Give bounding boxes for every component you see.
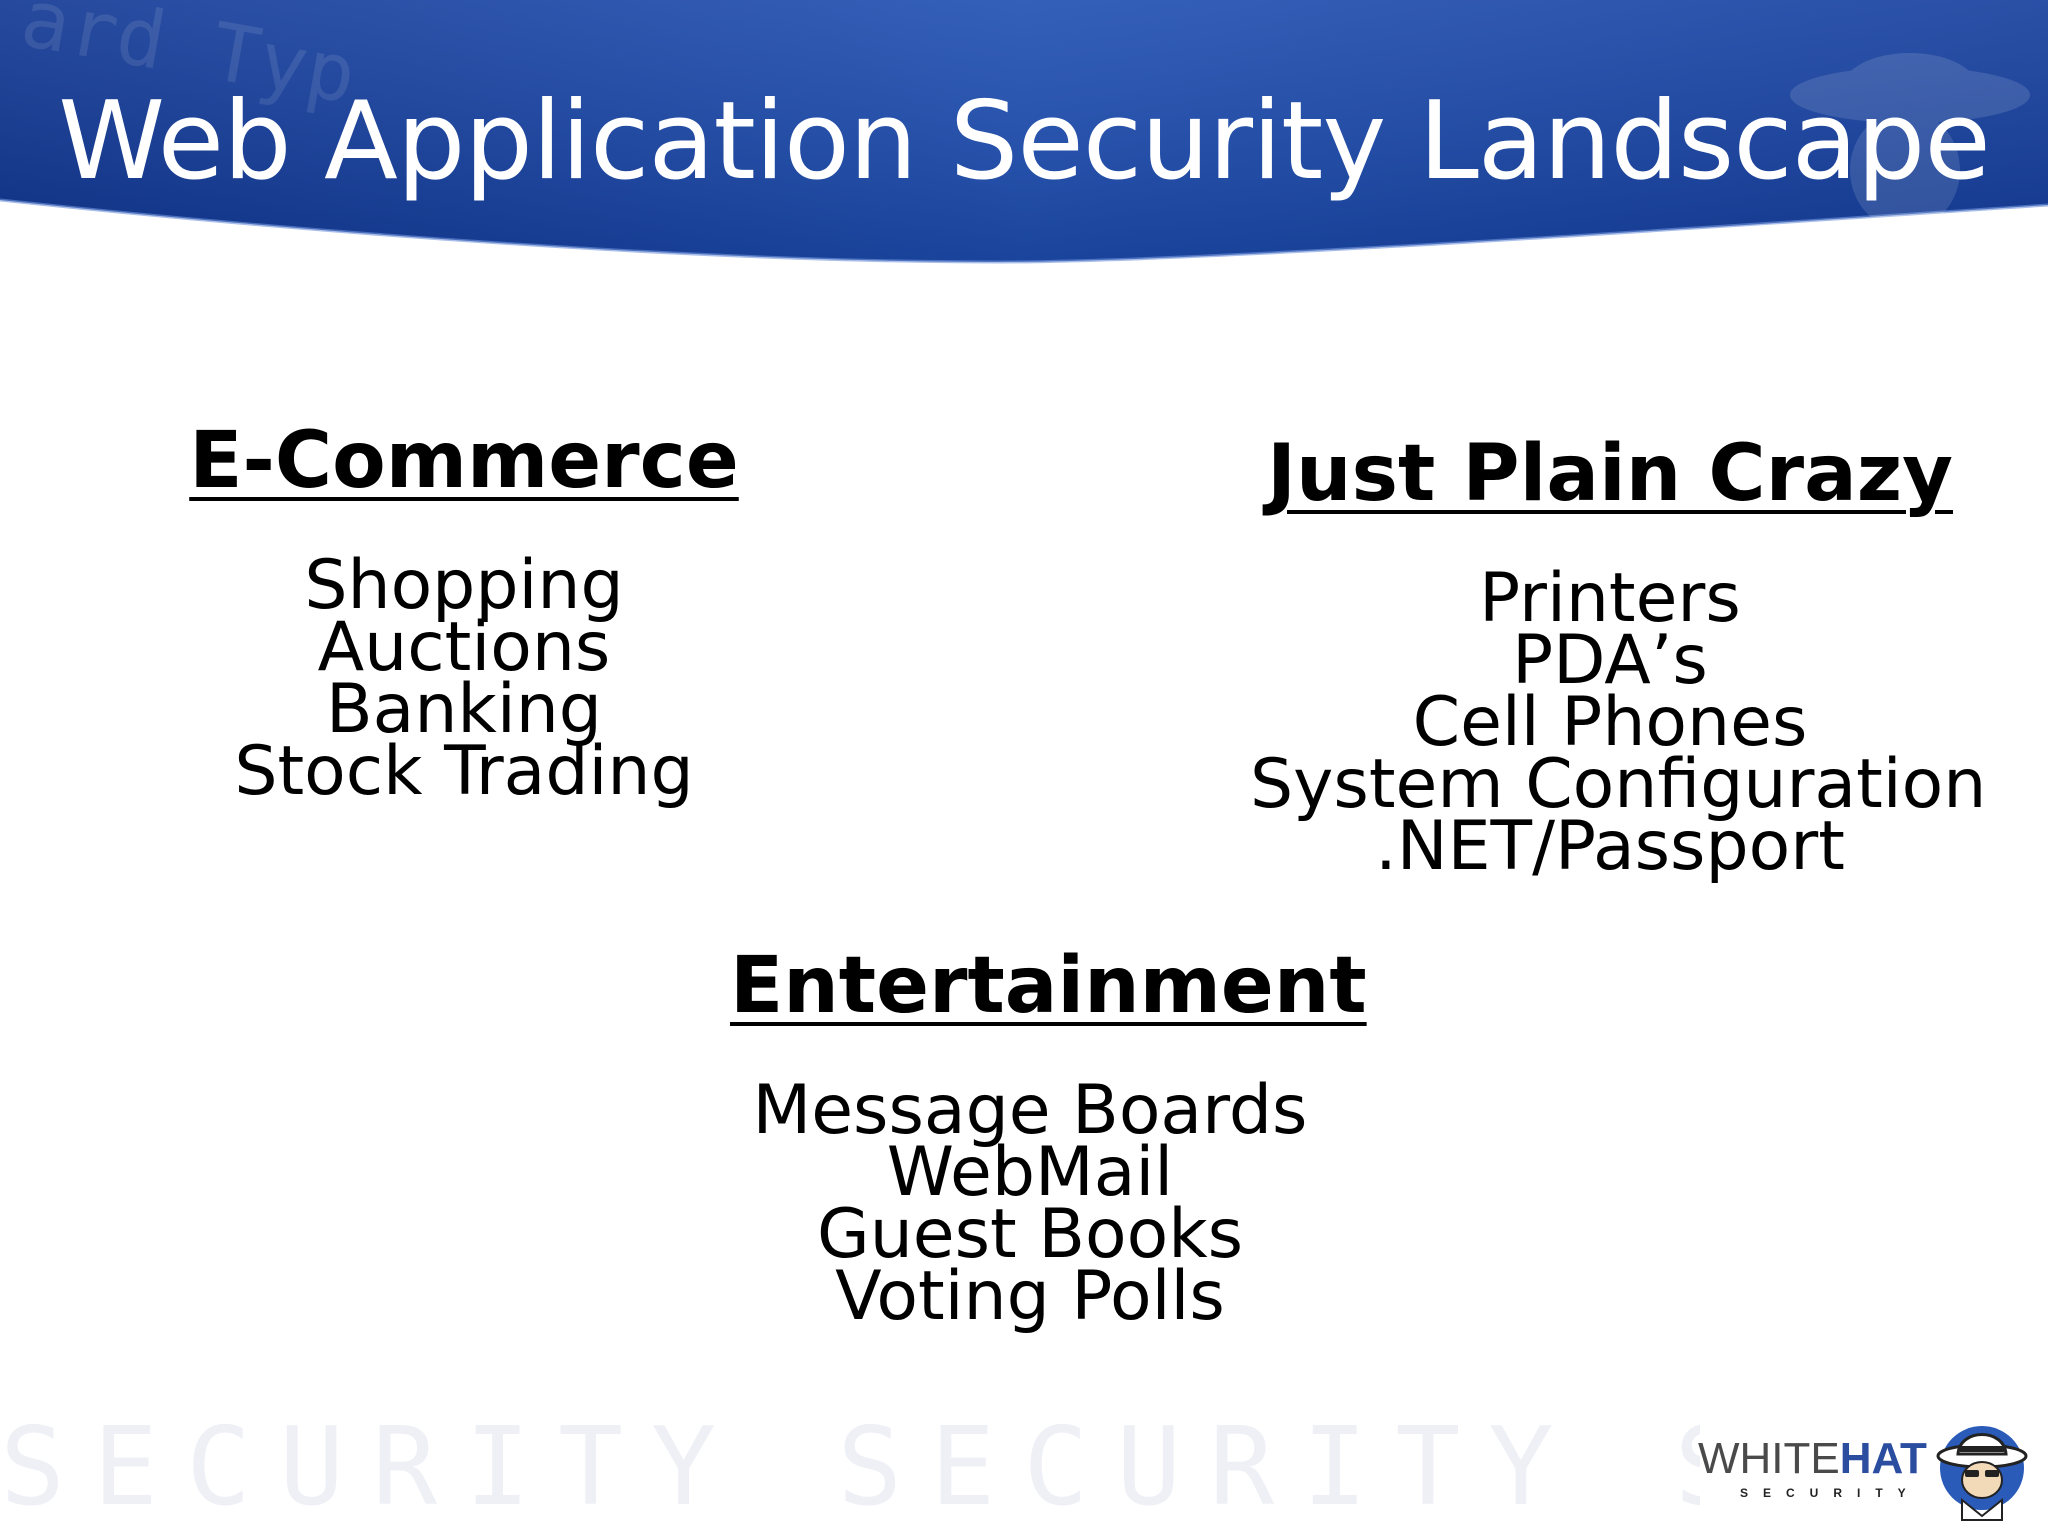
section-heading-ecommerce: E-Commerce bbox=[189, 416, 739, 506]
list-item: Auctions bbox=[317, 608, 611, 687]
list-item: WebMail bbox=[886, 1133, 1174, 1212]
list-item: System Configuration bbox=[1250, 745, 1987, 824]
list-item: Banking bbox=[326, 670, 602, 749]
logo-white-text: WHITE bbox=[1698, 1434, 1840, 1483]
list-item: Message Boards bbox=[752, 1071, 1308, 1150]
logo-hat-text: HAT bbox=[1839, 1434, 1927, 1483]
list-item: Voting Polls bbox=[835, 1257, 1225, 1336]
section-heading-entertainment: Entertainment bbox=[730, 941, 1367, 1031]
section-heading-just-plain-crazy: Just Plain Crazy bbox=[1267, 429, 1953, 519]
list-item: PDA’s bbox=[1512, 621, 1708, 700]
section-just-plain-crazy: Just Plain Crazy Printers PDA’s Cell Pho… bbox=[1250, 428, 1987, 886]
title-banner: ard Typ Web Application Security Landsca… bbox=[0, 0, 2048, 270]
list-item: Stock Trading bbox=[234, 732, 694, 811]
logo-wordmark: WHITEHAT bbox=[1698, 1434, 1927, 1484]
whitehat-logo: WHITEHAT SECURITY bbox=[1690, 1416, 2040, 1526]
list-item: .NET/Passport bbox=[1375, 807, 1845, 886]
section-ecommerce: E-Commerce Shopping Auctions Banking Sto… bbox=[164, 415, 764, 811]
section-entertainment: Entertainment Message Boards WebMail Gue… bbox=[730, 940, 1367, 1336]
list-item: Printers bbox=[1479, 559, 1741, 638]
footer-watermark: SECURITY SECURITY SECURITY SECURITY bbox=[0, 1418, 1700, 1518]
list-item: Guest Books bbox=[817, 1195, 1243, 1274]
banner-background bbox=[0, 0, 2048, 264]
hat-spy-mascot-icon bbox=[1936, 1426, 2028, 1521]
logo-subtitle: SECURITY bbox=[1740, 1486, 1921, 1500]
slide-title: Web Application Security Landscape bbox=[58, 79, 1991, 204]
list-item: Cell Phones bbox=[1412, 683, 1808, 762]
list-item: Shopping bbox=[304, 546, 624, 625]
